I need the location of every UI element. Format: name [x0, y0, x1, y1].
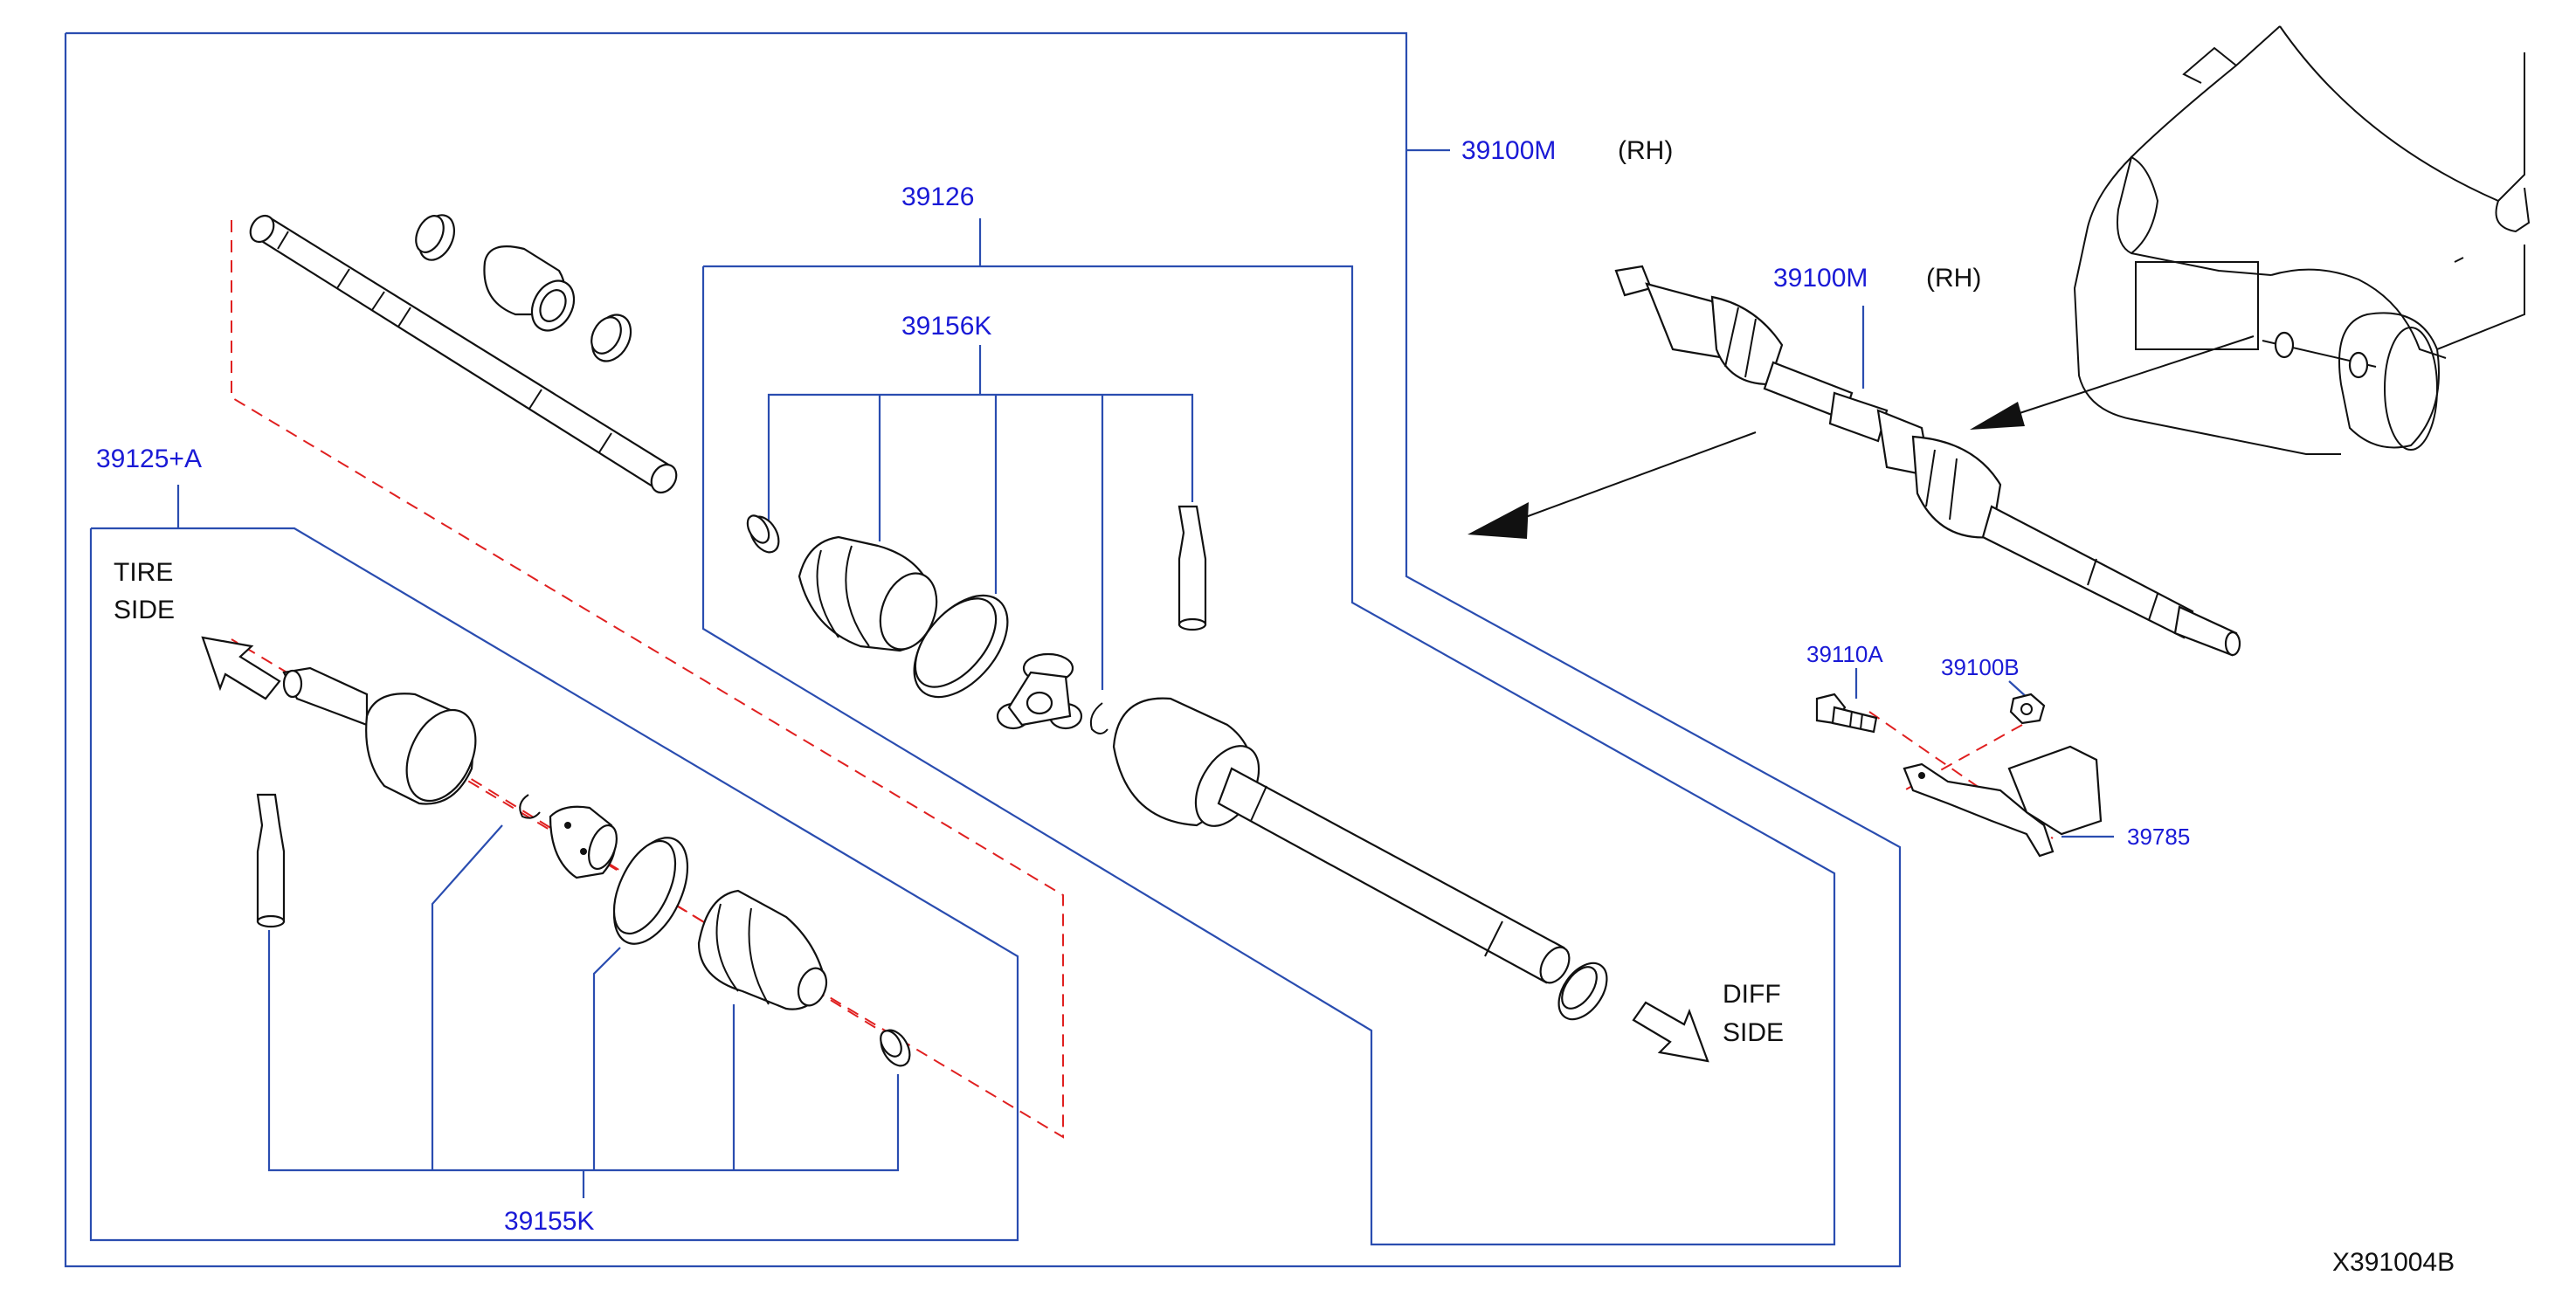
- boot-band-large-outer: [612, 837, 689, 945]
- label-39100m-inset-side: (RH): [1926, 264, 1981, 293]
- label-diff-side-2: SIDE: [1723, 1018, 1784, 1047]
- label-39155k: 39155K: [504, 1207, 594, 1236]
- outer-joint-axis-dashed: [453, 768, 909, 1049]
- bracket-39785: [1903, 745, 2103, 858]
- shaft-upper: [249, 214, 678, 494]
- label-39156k: 39156K: [901, 312, 991, 341]
- grease-tube-inner: [1178, 505, 1207, 631]
- vehicle-outline: [2073, 25, 2531, 455]
- boot-band-small-inner: [746, 514, 780, 554]
- label-39126: 39126: [901, 183, 974, 211]
- outer-boot: [697, 889, 828, 1010]
- outer-joint-cage: [549, 805, 618, 879]
- inner-boot: [798, 535, 938, 652]
- label-39125a: 39125+A: [96, 445, 202, 473]
- label-39110a: 39110A: [1806, 641, 1883, 667]
- joint-housing-upper: [483, 245, 576, 332]
- callout-leaders-39156k: [767, 345, 1194, 690]
- inset-drive-shaft-assembly: [1614, 265, 2241, 657]
- inner-joint-housing: [1112, 697, 1571, 984]
- callout-box-39126: [701, 265, 1836, 1246]
- inset-direction-arrow-icon: [1468, 431, 1757, 539]
- label-diff-side-1: DIFF: [1723, 980, 1781, 1009]
- vehicle-pointer-arrow-icon: [1970, 335, 2255, 430]
- ring-upper-left: [415, 214, 456, 261]
- ring-upper-right: [590, 314, 632, 362]
- boot-band-large-inner: [913, 594, 1009, 699]
- label-39100m-inset: 39100M: [1773, 264, 1868, 293]
- grease-tube-outer: [256, 793, 286, 928]
- callout-box-39100m: [64, 31, 1902, 1268]
- snap-ring-outer: [519, 794, 541, 819]
- tire-side-arrow-icon: [201, 636, 281, 700]
- label-39785: 39785: [2127, 824, 2190, 850]
- nut-39100b: [2009, 693, 2046, 725]
- callout-box-39125a: [89, 527, 1019, 1242]
- label-tire-side-2: SIDE: [114, 596, 175, 624]
- label-39100m-side: (RH): [1618, 136, 1673, 165]
- inner-joint-seal-ring: [1557, 962, 1608, 1021]
- label-39100b: 39100B: [1941, 654, 2020, 680]
- bolt-39110a: [1815, 693, 1878, 734]
- snap-ring-inner: [1089, 702, 1108, 734]
- diff-side-arrow-icon: [1632, 1001, 1709, 1063]
- tripod-spider: [996, 652, 1083, 730]
- callout-leaders-39155k: [267, 824, 900, 1198]
- figure-code: X391004B: [2332, 1248, 2455, 1277]
- label-39100m: 39100M: [1461, 136, 1556, 165]
- label-tire-side-1: TIRE: [114, 558, 173, 587]
- outer-joint-housing: [282, 666, 477, 805]
- boot-band-small-outer: [880, 1029, 911, 1067]
